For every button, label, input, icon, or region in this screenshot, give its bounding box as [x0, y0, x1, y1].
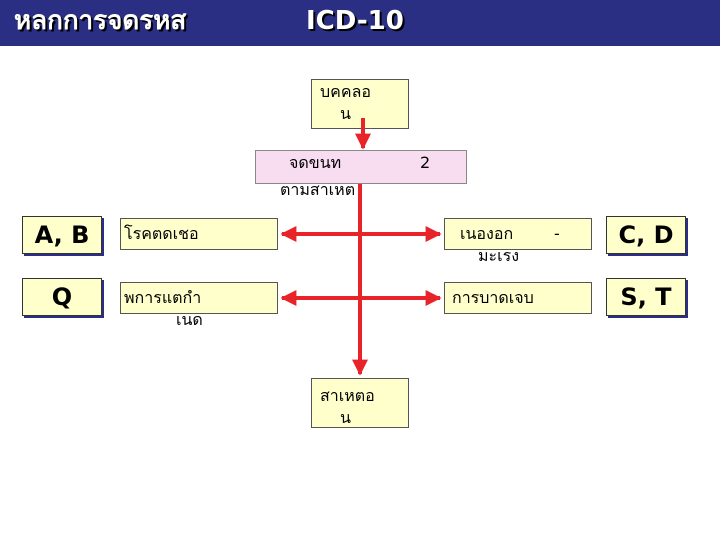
header-bar: หลกการจดรหส ICD-10 [0, 0, 720, 46]
code-cd: C, D [606, 216, 686, 254]
header-title-thai: หลกการจดรหส [14, 6, 187, 36]
center-box-text-2: ตามสาเหต [280, 180, 356, 199]
right-upper-text-1: เนองอก [460, 224, 514, 243]
right-upper-box [444, 218, 592, 250]
bottom-box-text-1: สาเหตอ [320, 386, 375, 405]
left-lower-text-2: เนด [176, 310, 203, 329]
right-upper-text-2: มะเรง [478, 246, 520, 265]
right-lower-text: การบาดเจบ [452, 288, 534, 307]
left-upper-box [120, 218, 278, 250]
top-box [311, 79, 409, 129]
right-upper-dash: - [554, 224, 560, 243]
header-title-icd: ICD-10 [306, 6, 404, 36]
center-box-number: 2 [420, 153, 431, 172]
bottom-box [311, 378, 409, 428]
code-st: S, T [606, 278, 686, 316]
bottom-box-text-2: น [340, 408, 351, 427]
code-q: Q [22, 278, 102, 316]
top-box-text-2: น [340, 104, 351, 123]
left-upper-text: โรคตดเชอ [124, 224, 199, 243]
right-lower-box [444, 282, 592, 314]
left-lower-box [120, 282, 278, 314]
center-box-text-1: จดขนท [289, 153, 342, 172]
top-box-text-1: บคคลอ [320, 82, 371, 101]
left-lower-text-1: พการแตกำ [124, 288, 202, 307]
center-box [255, 150, 467, 184]
code-ab: A, B [22, 216, 102, 254]
